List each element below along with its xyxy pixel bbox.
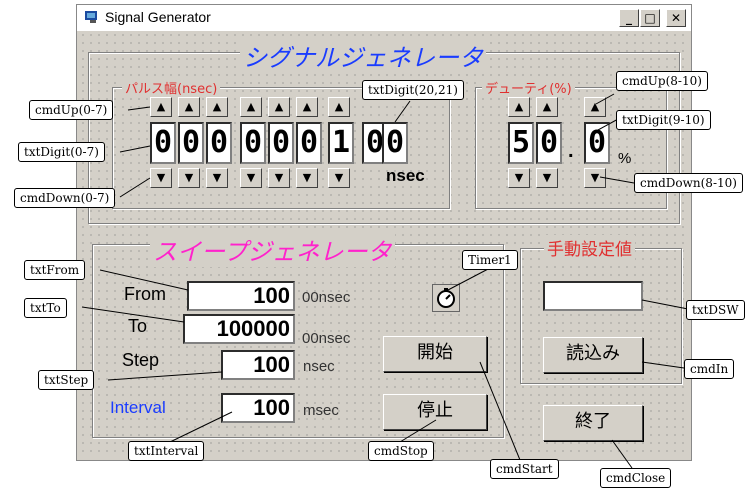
pulse-width-label: パルス幅(nsec) [122,78,221,97]
to-unit: 00nsec [302,330,351,347]
callout-txtinterval: txtInterval [128,441,205,461]
read-in-button[interactable]: 読込み [543,337,643,373]
up-button-3[interactable]: ▲ [240,97,262,117]
up-button-2[interactable]: ▲ [206,97,228,117]
digit-4[interactable]: 0 [268,122,294,164]
digit-2[interactable]: 0 [206,122,232,164]
sweep-generator-title: スイープジェネレータ [150,232,395,267]
pulse-width-group [112,87,450,209]
callout-txtto: txtTo [24,298,67,318]
down-button-0[interactable]: ▼ [150,168,172,188]
duty-digit-10[interactable]: 0 [584,122,610,164]
down-button-9[interactable]: ▼ [536,168,558,188]
digit-5[interactable]: 0 [296,122,322,164]
duty-label: デューティ(%) [482,78,575,97]
step-input[interactable]: 100 [221,350,295,380]
callout-timer1: Timer1 [462,250,518,270]
digit-6[interactable]: 1 [328,122,354,164]
minimize-button[interactable]: _ [619,9,639,27]
start-button[interactable]: 開始 [383,336,487,372]
to-input[interactable]: 100000 [183,314,295,344]
up-button-1[interactable]: ▲ [178,97,200,117]
dsw-input[interactable] [543,281,643,311]
callout-txtdsw: txtDSW [686,300,745,320]
callout-cmdup-0-7: cmdUp(0-7) [29,100,114,120]
callout-cmdclose: cmdClose [600,468,672,488]
up-button-8[interactable]: ▲ [508,97,530,117]
callout-cmdstart: cmdStart [490,459,559,479]
from-label: From [124,284,166,304]
duty-decimal-point: . [568,140,574,162]
digit-21[interactable]: 0 [382,122,408,164]
down-button-1[interactable]: ▼ [178,168,200,188]
down-button-8[interactable]: ▼ [508,168,530,188]
duty-unit-label: % [618,150,632,167]
callout-txtdigit-9-10: txtDigit(9-10) [616,110,711,130]
down-button-6[interactable]: ▼ [328,168,350,188]
interval-label: Interval [110,398,166,417]
duty-digit-8[interactable]: 5 [508,122,534,164]
app-icon [85,11,97,23]
manual-setting-title: 手動設定値 [544,235,635,260]
callout-txtdigit-0-7: txtDigit(0-7) [18,142,105,162]
pulse-unit-label: nsec [386,166,425,185]
maximize-button[interactable]: □ [640,9,660,27]
close-window-button[interactable]: ✕ [666,9,686,27]
callout-txtstep: txtStep [38,370,95,390]
callout-cmddown-0-7: cmdDown(0-7) [14,188,116,208]
from-unit: 00nsec [302,289,351,306]
callout-cmddown-8-10: cmdDown(8-10) [634,173,743,193]
callout-cmdup-8-10: cmdUp(8-10) [616,71,708,91]
digit-3[interactable]: 0 [240,122,266,164]
callout-cmdstop: cmdStop [368,441,434,461]
up-button-9[interactable]: ▲ [536,97,558,117]
down-button-4[interactable]: ▼ [268,168,290,188]
down-button-2[interactable]: ▼ [206,168,228,188]
timer-icon [432,284,460,312]
digit-0[interactable]: 0 [150,122,176,164]
signal-generator-title: シグナルジェネレータ [240,38,486,73]
up-button-4[interactable]: ▲ [268,97,290,117]
interval-input[interactable]: 100 [221,393,295,423]
down-button-5[interactable]: ▼ [296,168,318,188]
callout-txtfrom: txtFrom [24,260,86,280]
step-label: Step [122,350,160,370]
exit-button[interactable]: 終了 [543,405,643,441]
up-button-0[interactable]: ▲ [150,97,172,117]
digit-1[interactable]: 0 [178,122,204,164]
window-title: Signal Generator [105,9,211,25]
up-button-5[interactable]: ▲ [296,97,318,117]
step-unit: nsec [303,358,335,375]
interval-unit: msec [303,402,339,419]
to-label: To [128,316,148,336]
from-input[interactable]: 100 [187,281,295,311]
up-button-6[interactable]: ▲ [328,97,350,117]
stop-button[interactable]: 停止 [383,394,487,430]
callout-txtdigit-20-21: txtDigit(20,21) [362,80,464,100]
title-bar: Signal Generator _ □ ✕ [77,5,691,31]
duty-digit-9[interactable]: 0 [536,122,562,164]
callout-cmdin: cmdIn [684,359,735,379]
down-button-3[interactable]: ▼ [240,168,262,188]
